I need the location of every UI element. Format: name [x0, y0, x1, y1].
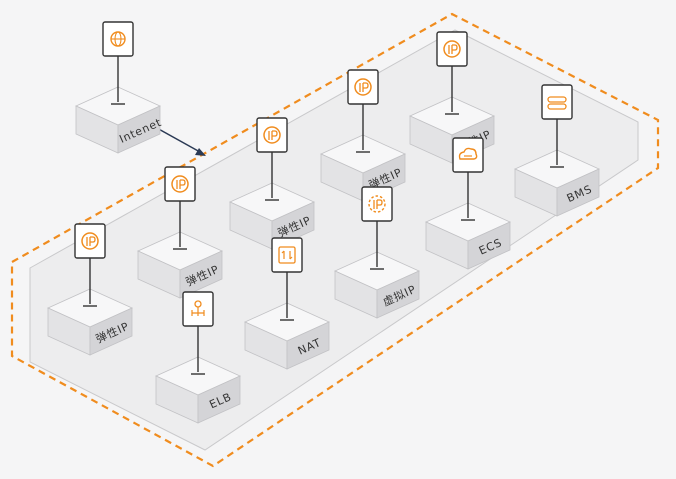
ip-icon [443, 40, 461, 58]
monitor [361, 186, 393, 270]
globe-icon [110, 31, 126, 47]
monitor [436, 31, 468, 115]
node-bms[interactable]: BMS [514, 84, 600, 217]
monitor [271, 237, 303, 321]
monitor [102, 21, 134, 105]
box-right-face [117, 105, 161, 154]
monitor [541, 84, 573, 168]
box-right-face [376, 270, 420, 319]
monitor [256, 117, 288, 201]
node-eip-4[interactable]: 弹性IP [137, 166, 223, 299]
cloud-icon [458, 147, 478, 160]
monitor [452, 137, 484, 221]
node-eip-3[interactable]: 弹性IP [229, 117, 315, 250]
monitor [182, 291, 214, 375]
node-nat[interactable]: NAT [244, 237, 330, 370]
node-elb[interactable]: ELB [155, 291, 241, 424]
ip-icon [263, 126, 281, 144]
arrow-head [195, 148, 206, 156]
box-right-face [179, 250, 223, 299]
monitor [164, 166, 196, 250]
monitor [347, 69, 379, 153]
box-right-face [197, 375, 241, 424]
load-balancer-icon [191, 300, 205, 316]
internet-connection-arrow [154, 126, 201, 153]
box-right-face [467, 221, 511, 270]
node-virtual-ip[interactable]: 虚拟IP [334, 186, 420, 319]
node-eip-5[interactable]: 弹性IP [47, 223, 133, 356]
node-ecs[interactable]: ECS [425, 137, 511, 270]
box-right-face [286, 321, 330, 370]
node-internet[interactable]: Intenet [75, 21, 164, 154]
monitor [74, 223, 106, 307]
box-right-face [89, 307, 133, 356]
ip-icon [171, 175, 189, 193]
zone-boundary [10, 12, 660, 468]
ip-icon [354, 78, 372, 96]
ip-icon [81, 232, 99, 250]
virtual-ip-icon [368, 195, 386, 213]
nat-gateway-icon [278, 246, 296, 264]
server-icon [547, 96, 567, 110]
box-right-face [556, 168, 600, 217]
